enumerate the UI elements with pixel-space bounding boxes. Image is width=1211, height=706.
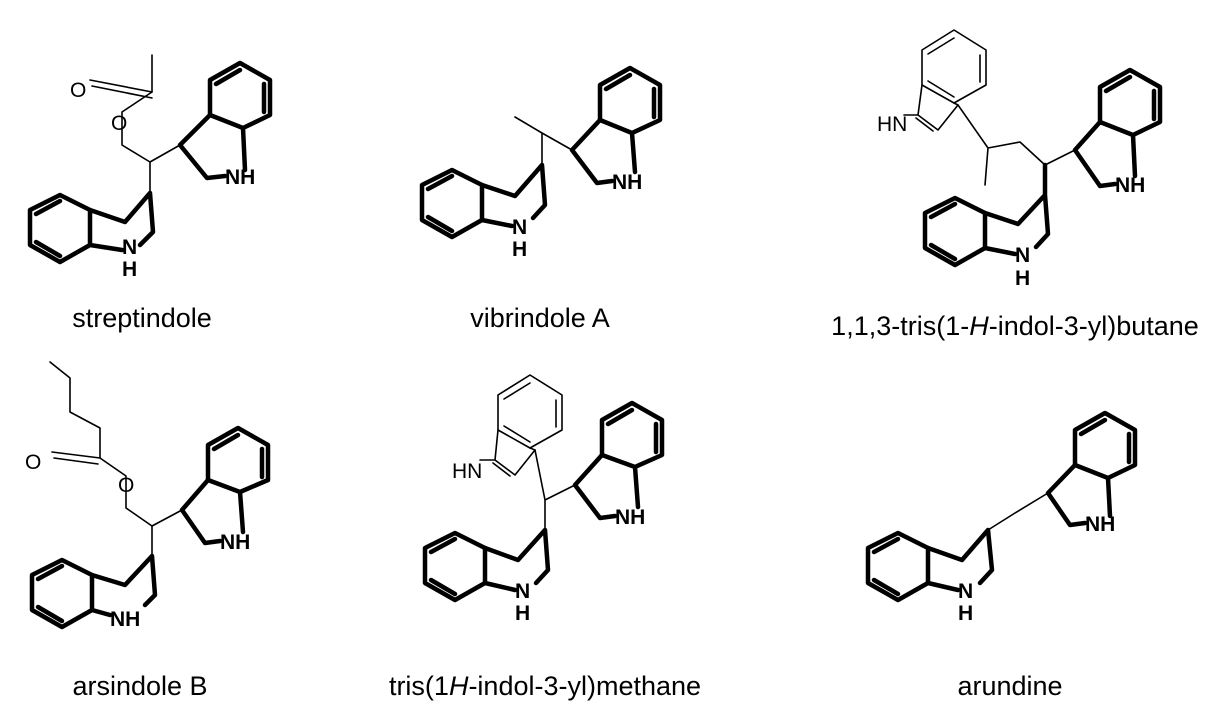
oxygen-label: O [118,474,134,497]
h-label: H [1015,267,1030,290]
compound-name: vibrindole A [470,303,610,333]
nh-label: NH [110,608,140,631]
compound-streptindole: O O NH N H streptindole [27,54,273,333]
compound-vibrindole-a: NH N H vibrindole A [419,65,663,333]
nh-label: NH [612,171,642,194]
compound-name: tris(1H-indol-3-yl)methane [389,671,701,701]
h-label: H [122,258,137,281]
n-label: N [122,236,137,259]
nh-label: NH [225,166,255,189]
n-label: N [958,580,973,603]
hn-label: HN [877,113,907,136]
compound-name: streptindole [72,303,212,333]
h-label: H [515,602,530,625]
n-label: N [515,580,530,603]
oxygen-label: O [25,451,41,474]
compound-name: arundine [957,671,1062,701]
n-label: N [1015,244,1030,267]
oxygen-label: O [70,79,86,102]
nh-label: NH [615,506,645,529]
compound-arsindole-b: O O NH NH arsindole B [25,361,271,701]
n-label: N [512,216,527,239]
compound-arundine: NH N H arundine [865,410,1138,701]
nh-label: NH [1115,174,1145,197]
compound-tris-indolyl-methane: HN NH N H tris(1H-indol-3-yl)methane [389,374,701,701]
nh-label: NH [1085,513,1115,536]
nh-label: NH [220,531,250,554]
h-label: H [958,602,973,625]
oxygen-label: O [111,112,127,135]
h-label: H [512,238,527,261]
hn-label: HN [452,460,482,483]
compound-name: 1,1,3-tris(1-H-indol-3-yl)butane [831,311,1199,341]
compound-name: arsindole B [72,671,207,701]
compound-tris-indolyl-butane: HN NH N H 1,1,3-tris(1-H-indol-3-yl)buta… [831,29,1199,341]
